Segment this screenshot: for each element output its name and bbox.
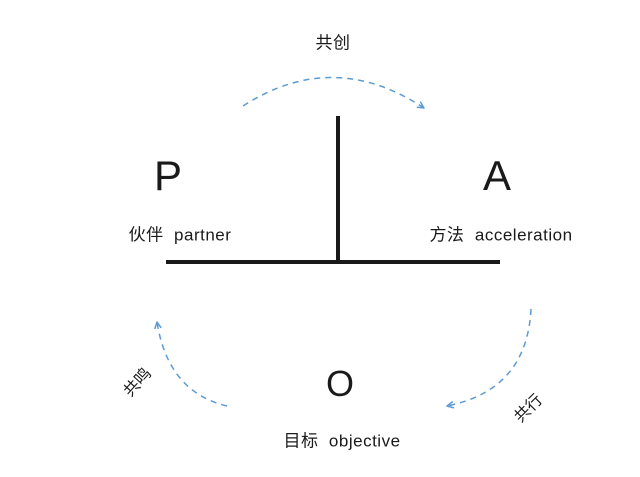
top-arc-arrow [242, 76, 425, 109]
caption-objective: 目标 objective [283, 431, 401, 451]
bottom-right-arc-arrow [446, 308, 532, 409]
letter-p: P [153, 152, 183, 199]
top-label-cochuang: 共创 [315, 33, 351, 53]
letter-a: A [482, 152, 512, 199]
caption-acceleration: 方法 acceleration [429, 225, 573, 245]
bottom-left-arc-arrow [154, 321, 228, 407]
letter-o: O [325, 363, 355, 404]
caption-partner: 伙伴 partner [128, 225, 232, 245]
